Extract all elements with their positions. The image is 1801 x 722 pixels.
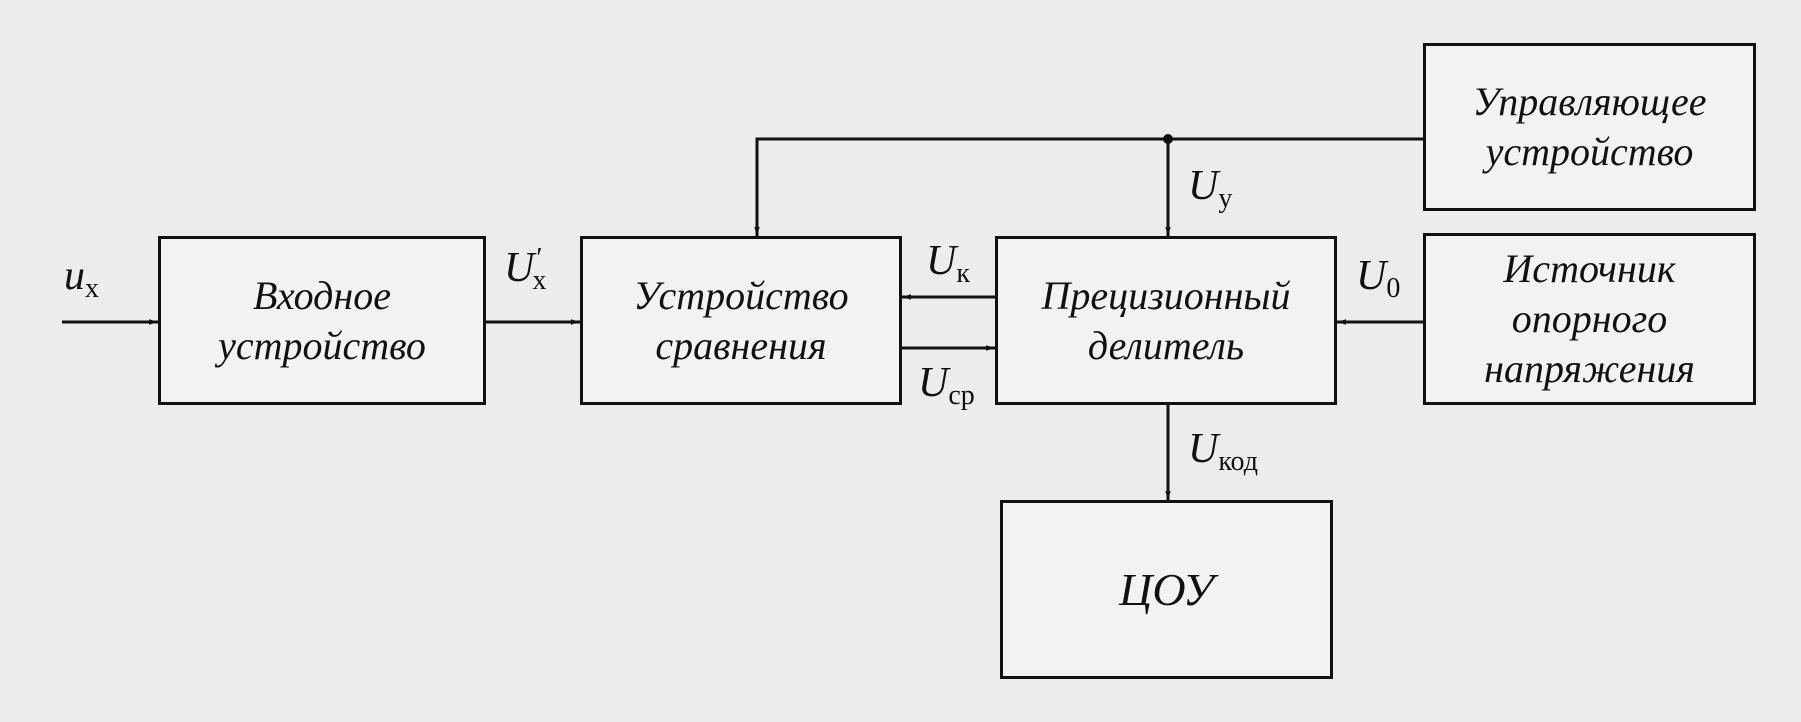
signal-ukod-label: Uкод [1188,426,1258,477]
precision-divider-line-1: Прецизионный [1041,272,1291,318]
reference-source-block: Источник опорного напряжения [1423,233,1756,405]
signal-uk-label: Uк [926,238,970,289]
reference-source-line-2: опорного [1511,296,1668,341]
junction-dot [1163,134,1173,144]
signal-ux-prime-label: U′x [504,243,547,296]
control-unit-line-2: устройство [1485,129,1694,174]
reference-source-line-1: Источник [1503,246,1676,291]
precision-divider-block: Прецизионный делитель [995,236,1337,405]
input-device-block: Входное устройство [158,236,486,405]
precision-divider-line-2: делитель [1087,322,1245,368]
input-device-line-1: Входное [253,272,391,318]
comparator-line-2: сравнения [655,322,827,368]
signal-u0-label: U0 [1356,253,1401,304]
digital-display-label: ЦОУ [1119,563,1214,615]
comparator-block: Устройство сравнения [580,236,902,405]
signal-ux-label: ux [64,253,99,304]
comparator-line-1: Устройство [633,272,849,318]
signal-ucp-label: Uср [918,360,975,411]
control-unit-block: Управляющее устройство [1423,43,1756,211]
digital-display-block: ЦОУ [1000,500,1333,679]
control-unit-line-1: Управляющее [1472,79,1707,124]
input-device-line-2: устройство [218,322,426,368]
control-bus-line [754,137,1423,236]
reference-source-line-3: напряжения [1484,346,1695,391]
signal-uy-label: Uу [1188,163,1233,214]
